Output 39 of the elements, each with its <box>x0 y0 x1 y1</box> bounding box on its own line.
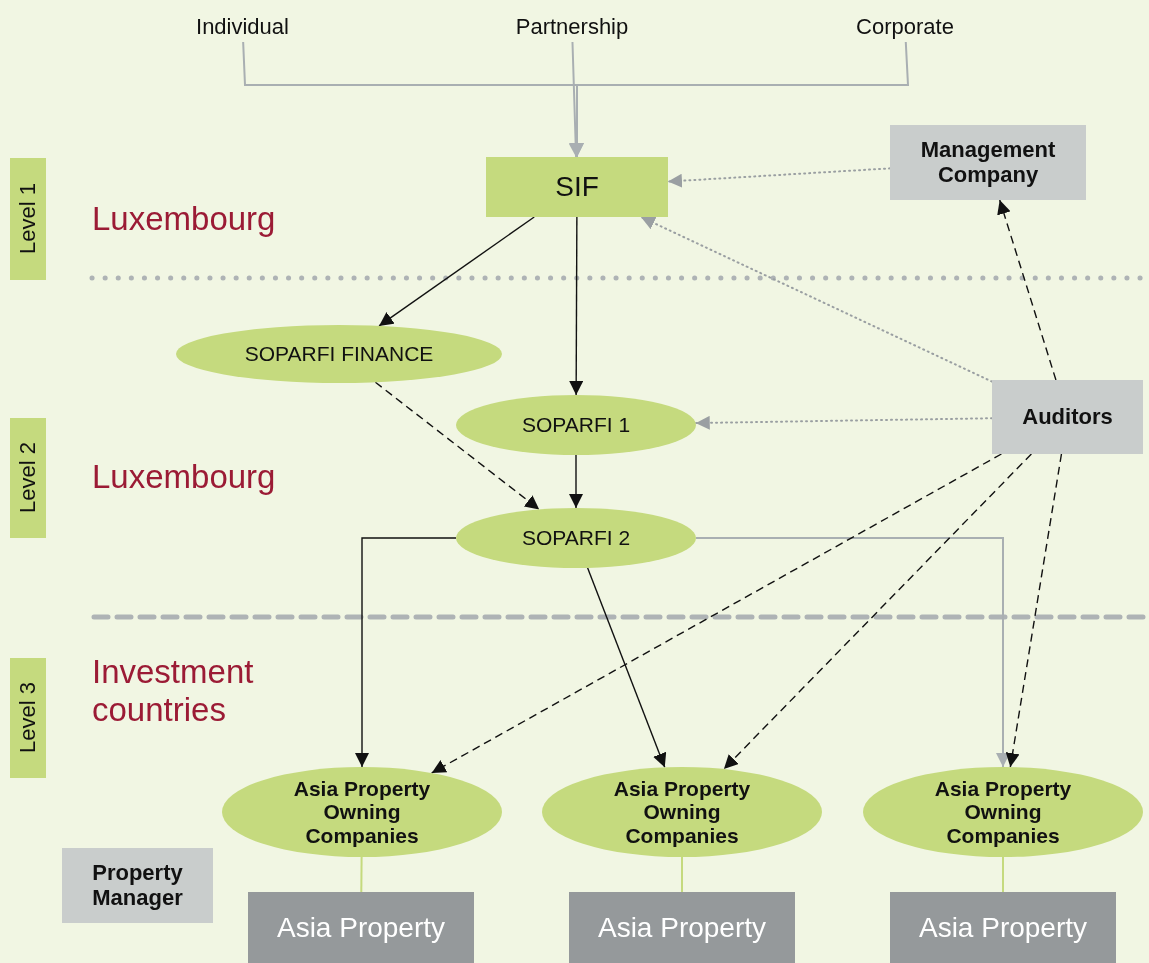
node-text: Corporate <box>830 12 980 42</box>
process-box: Property Manager <box>62 848 213 923</box>
ellipse-node: Asia Property Owning Companies <box>863 767 1143 857</box>
process-box: Management Company <box>890 125 1086 200</box>
region-label: Luxembourg <box>92 458 277 496</box>
node-text: Partnership <box>487 12 657 42</box>
arrow <box>586 567 667 769</box>
arrow <box>431 453 1003 774</box>
process-box: Asia Property <box>890 892 1116 963</box>
level-band: Level 2 <box>10 418 46 538</box>
arrow <box>378 216 535 327</box>
ellipse-node: SOPARFI 1 <box>456 395 696 455</box>
arrow <box>569 216 584 396</box>
process-box: Asia Property <box>248 892 474 963</box>
arrow <box>723 453 1033 770</box>
arrow <box>694 415 993 430</box>
level-band: Level 3 <box>10 658 46 778</box>
ellipse-node: Asia Property Owning Companies <box>222 767 502 857</box>
ellipse-node: SOPARFI 2 <box>456 508 696 568</box>
connector-line <box>360 856 363 893</box>
arrow <box>640 216 993 383</box>
process-box: SIF <box>486 157 668 217</box>
level-band: Level 1 <box>10 158 46 280</box>
region-label: Investment countries <box>92 653 255 729</box>
arrow <box>374 381 540 511</box>
node-text: Individual <box>170 12 315 42</box>
process-box: Asia Property <box>569 892 795 963</box>
arrow <box>355 537 457 768</box>
ellipse-node: SOPARFI FINANCE <box>176 325 502 383</box>
arrow <box>695 537 1010 768</box>
arrow <box>569 454 583 509</box>
region-label: Luxembourg <box>92 200 277 238</box>
arrow <box>997 199 1057 381</box>
arrow <box>667 167 891 188</box>
connector-line <box>1002 856 1004 893</box>
ellipse-node: Asia Property Owning Companies <box>542 767 822 857</box>
process-box: Auditors <box>992 380 1143 454</box>
arrow <box>1005 453 1063 768</box>
connector-line <box>681 856 683 893</box>
